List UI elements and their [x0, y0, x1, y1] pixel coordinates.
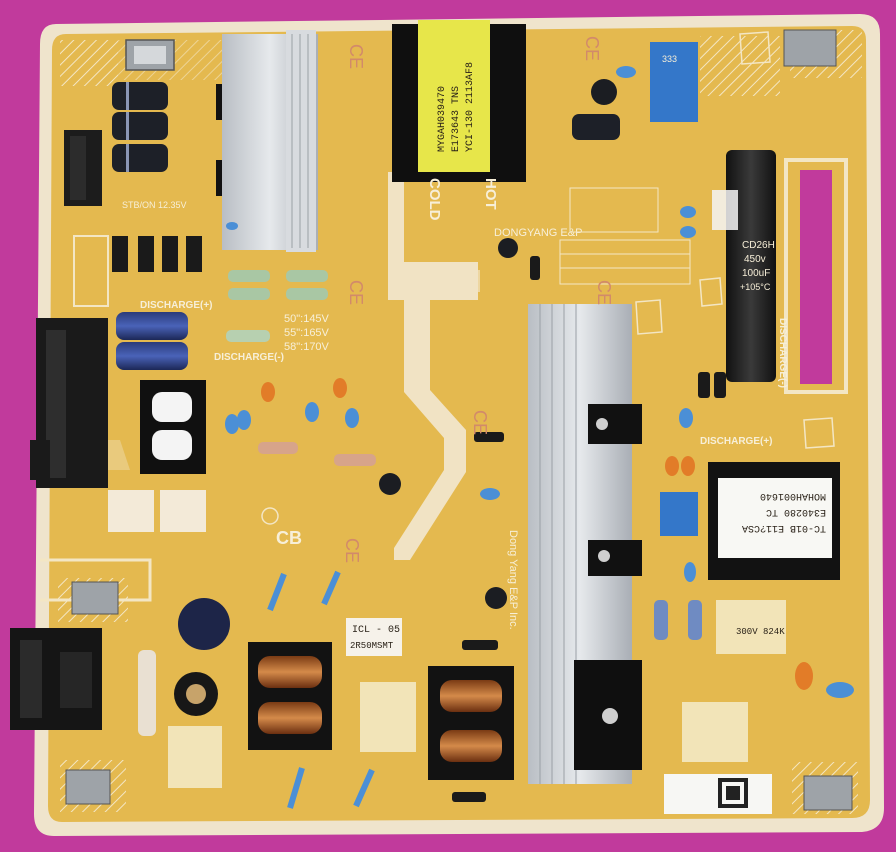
cold-side-label: COLD: [426, 178, 443, 221]
voltage-50: 50":145V: [284, 313, 330, 325]
bottom-right-bracket: [65, 29, 853, 811]
pfc-coil-batch: TC-01B E11?CSA: [742, 522, 826, 533]
blue-film-capacitor-top: 333: [650, 42, 698, 122]
blue-film-capacitor-mid: [660, 492, 698, 536]
x-cap-rating: 300V 824K: [736, 627, 785, 637]
cb-certification-mark: CB: [276, 528, 302, 548]
main-transformer: MYGAH039470 E173643 TNS YCI-130 2113AF8: [392, 20, 526, 182]
standby-voltage-label: STB/ON 12.35V: [122, 200, 187, 210]
thermistor-code: ICL - 05: [352, 625, 400, 636]
rectifier-diodes: [112, 236, 202, 272]
toroid-inductor: [174, 672, 218, 716]
pfc-coil-code: E340280 TC: [766, 506, 826, 517]
bulk-capacitor: CD26H 450v 100uF +105°C: [712, 150, 776, 382]
transformer-batch: YCI-130 2113AF8: [465, 62, 476, 152]
bulk-cap-voltage: 450v: [744, 254, 766, 265]
bulk-cap-series: CD26H: [742, 240, 775, 251]
discharge-minus-left: DISCHARGE(-): [214, 352, 284, 363]
fuse: [138, 650, 156, 736]
top-left-connector: [125, 39, 175, 71]
standby-choke: [140, 380, 206, 474]
pfc-inductor: MOHAH001640 E340280 TC TC-01B E11?CSA: [708, 462, 840, 580]
isolation-traces: [40, 158, 848, 626]
svg-text:CE: CE: [346, 44, 366, 69]
inrush-thermistor: ICL - 05 2R50MSMT: [346, 618, 402, 656]
bulk-cap-temperature: +105°C: [740, 282, 771, 292]
svg-text:CE: CE: [594, 280, 614, 305]
discharge-plus-right: DISCHARGE(+): [700, 436, 773, 447]
barcode-label: [664, 774, 772, 814]
transformer-part-number: MYGAH039470: [437, 86, 448, 152]
transformer-code: E173643 TNS: [451, 86, 462, 152]
standby-connector: [64, 130, 102, 206]
svg-text:CE: CE: [470, 410, 490, 435]
ul-mark-icon: [261, 507, 279, 525]
hand-warning-icon: [635, 31, 835, 449]
bulk-cap-capacitance: 100uF: [742, 268, 770, 279]
small-electrolytics: [379, 79, 620, 609]
line-filter-chokes: [248, 642, 514, 780]
svg-text:CE: CE: [342, 538, 362, 563]
signal-diodes: [452, 256, 726, 802]
resistors: [226, 270, 702, 640]
discharge-plus-left: DISCHARGE(+): [140, 300, 213, 311]
spec-table: [559, 187, 691, 285]
x-capacitors: 300V 824K: [168, 600, 786, 788]
y-capacitors: [108, 490, 206, 532]
panel-voltage-table: 50":145V 55":165V 58":170V: [284, 313, 330, 353]
maker-full-name: Dong Yang E&P Inc.: [507, 530, 519, 630]
varistor: [178, 598, 230, 650]
pfc-coil-part: MOHAH001640: [760, 490, 826, 501]
maker-logo-text: DONGYANG E&P: [494, 227, 582, 239]
voltage-55: 55":165V: [284, 327, 330, 339]
blue-cap-code: 333: [662, 54, 677, 64]
orange-capacitors: [261, 378, 813, 690]
pfc-mosfets: [574, 404, 642, 770]
standby-filter-capacitors: [112, 82, 188, 370]
hot-side-label: HOT: [482, 178, 499, 210]
ceramic-capacitors: [225, 66, 854, 809]
svg-text:CE: CE: [582, 36, 602, 61]
ce-mark-icon: CE CE CE CE CE CE: [342, 36, 614, 563]
standby-heatsink: [222, 30, 318, 252]
main-output-connector: [30, 318, 108, 488]
discharge-minus-right: DISCHARGE(-): [777, 318, 788, 388]
ac-input-connector: [10, 628, 102, 730]
voltage-58: 58":170V: [284, 341, 330, 353]
thermistor-rating: 2R50MSMT: [350, 641, 394, 651]
svg-text:CE: CE: [346, 280, 366, 305]
